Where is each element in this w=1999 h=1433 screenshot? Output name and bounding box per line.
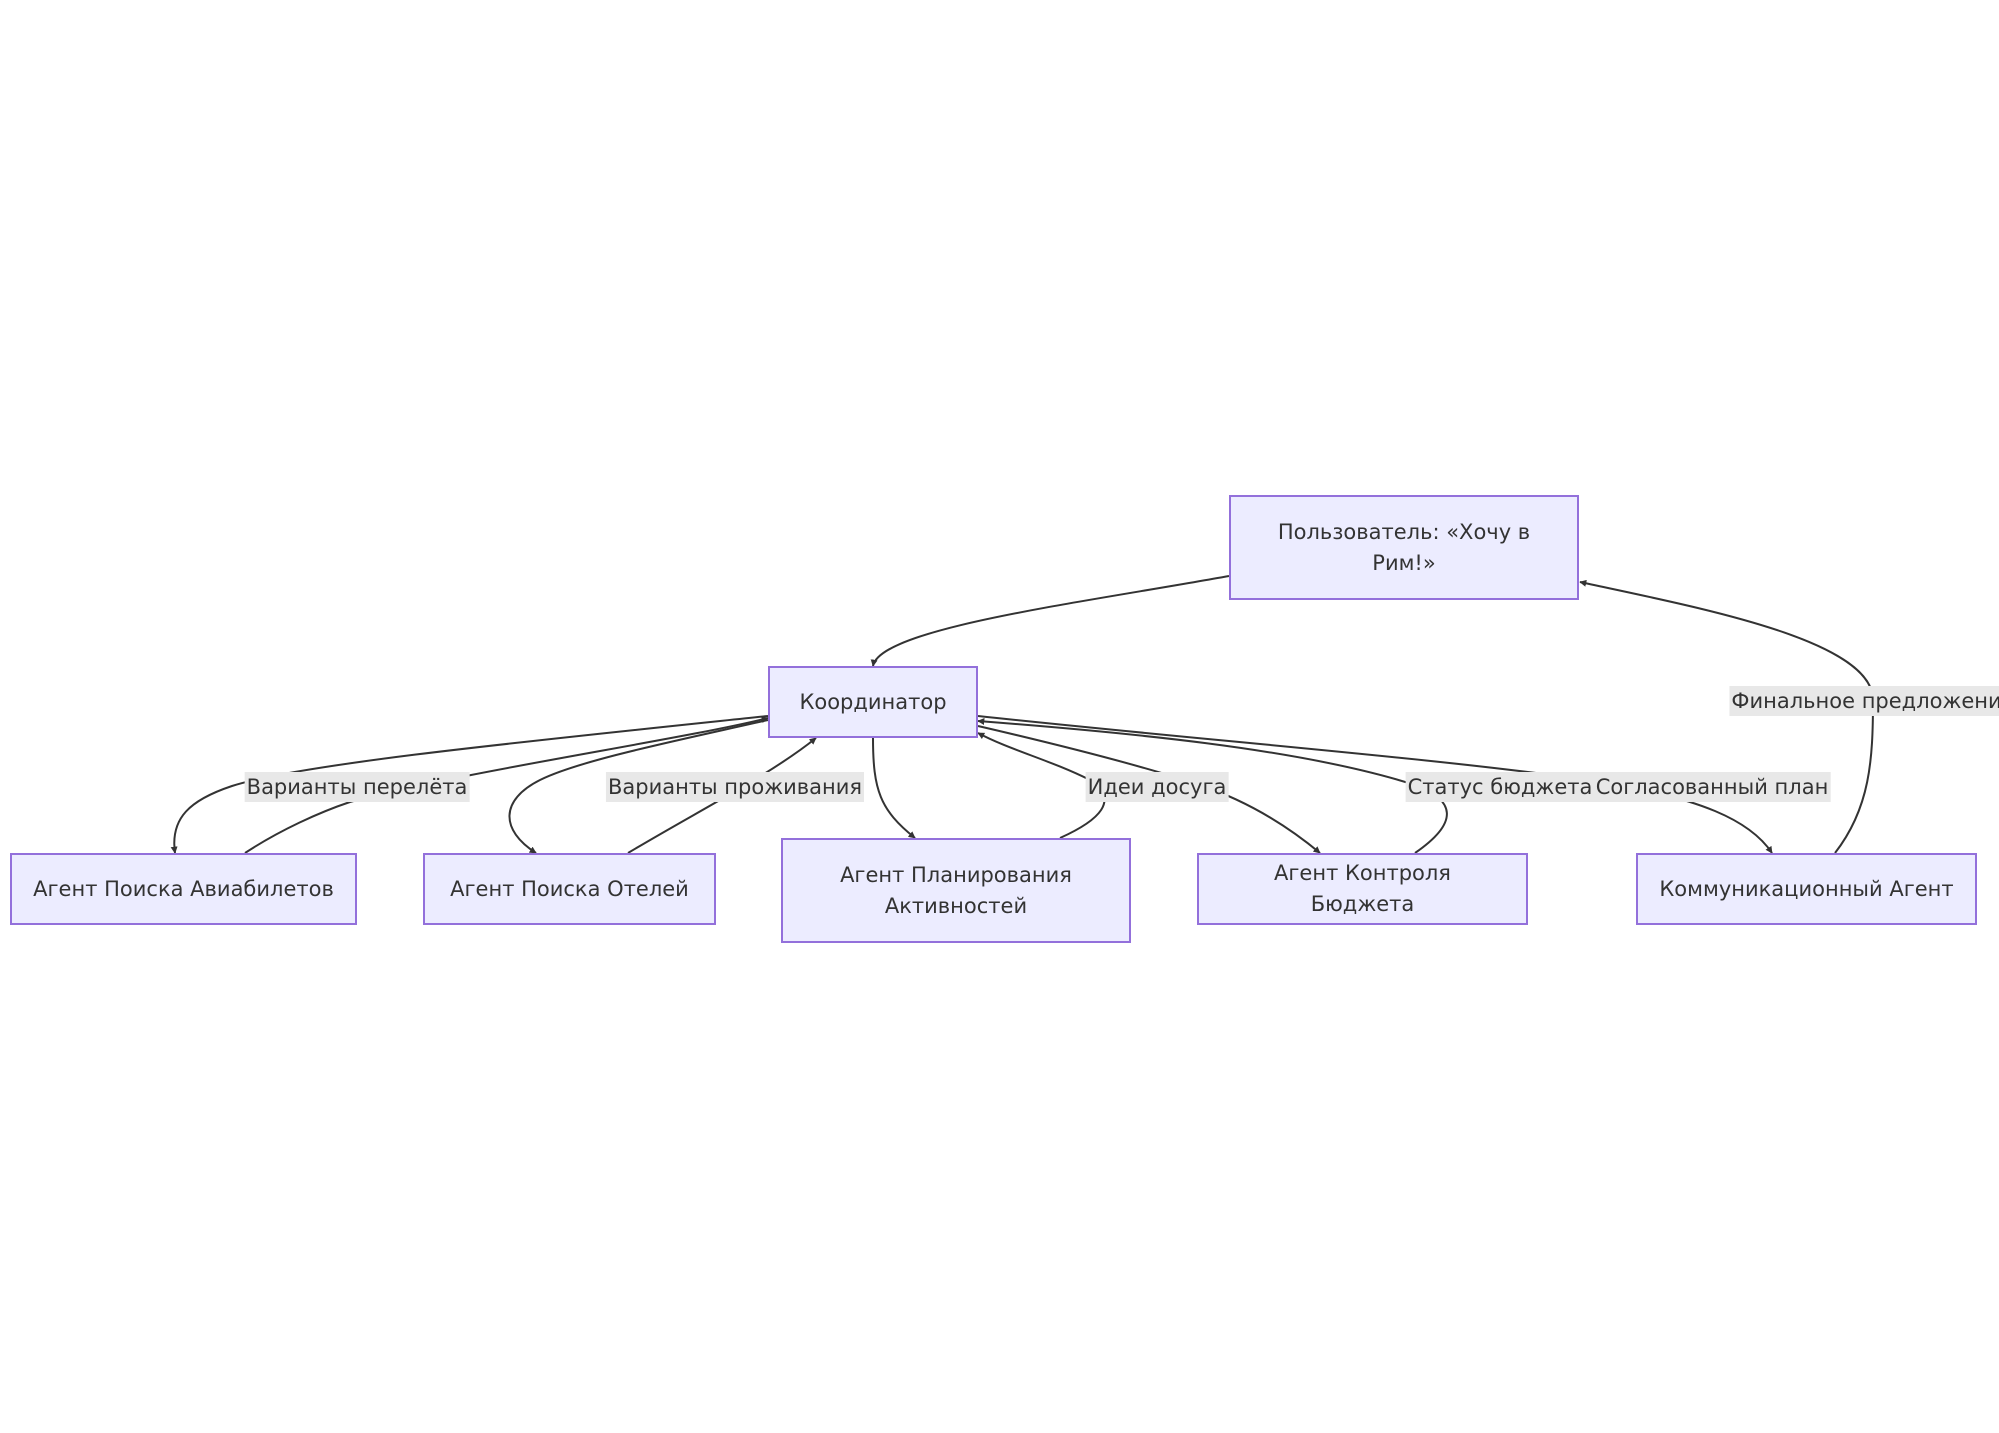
edge-label-leisure-ideas: Идеи досуга — [1085, 772, 1229, 802]
edge-label-flight-options: Варианты перелёта — [244, 772, 470, 802]
edge-comms-to-user — [1579, 579, 1875, 854]
node-coordinator: Координатор — [768, 666, 978, 738]
edge-label-final-offer: Финальное предложение — [1729, 686, 1999, 716]
node-activities-agent-label: Агент Планирования Активностей — [840, 862, 1072, 918]
edge-user-to-coordinator — [870, 575, 1230, 667]
edge-coordinator-to-activities — [872, 737, 916, 839]
node-flights-agent-label: Агент Поиска Авиабилетов — [33, 876, 334, 901]
node-hotels-agent-label: Агент Поиска Отелей — [450, 876, 689, 901]
node-comms-agent: Коммуникационный Агент — [1636, 853, 1977, 925]
node-flights-agent: Агент Поиска Авиабилетов — [10, 853, 357, 925]
edge-label-agreed-plan: Согласованный план — [1593, 772, 1831, 802]
node-budget-agent: Агент Контроля Бюджета — [1197, 853, 1528, 925]
edge-budget-to-coordinator — [977, 717, 1448, 854]
node-user: Пользователь: «Хочу в Рим!» — [1229, 495, 1579, 600]
node-coordinator-label: Координатор — [799, 689, 947, 714]
edge-coordinator-to-flights — [170, 715, 769, 854]
node-user-label: Пользователь: «Хочу в Рим!» — [1277, 519, 1531, 575]
edge-coordinator-to-hotels — [508, 719, 769, 854]
node-activities-agent: Агент Планирования Активностей — [781, 838, 1131, 943]
node-hotels-agent: Агент Поиска Отелей — [423, 853, 716, 925]
edge-coordinator-to-comms — [977, 715, 1773, 854]
node-budget-agent-label: Агент Контроля Бюджета — [1274, 861, 1451, 916]
edge-label-hotel-options: Варианты проживания — [605, 772, 865, 802]
node-comms-agent-label: Коммуникационный Агент — [1659, 876, 1954, 901]
edge-label-budget-status: Статус бюджета — [1405, 772, 1595, 802]
